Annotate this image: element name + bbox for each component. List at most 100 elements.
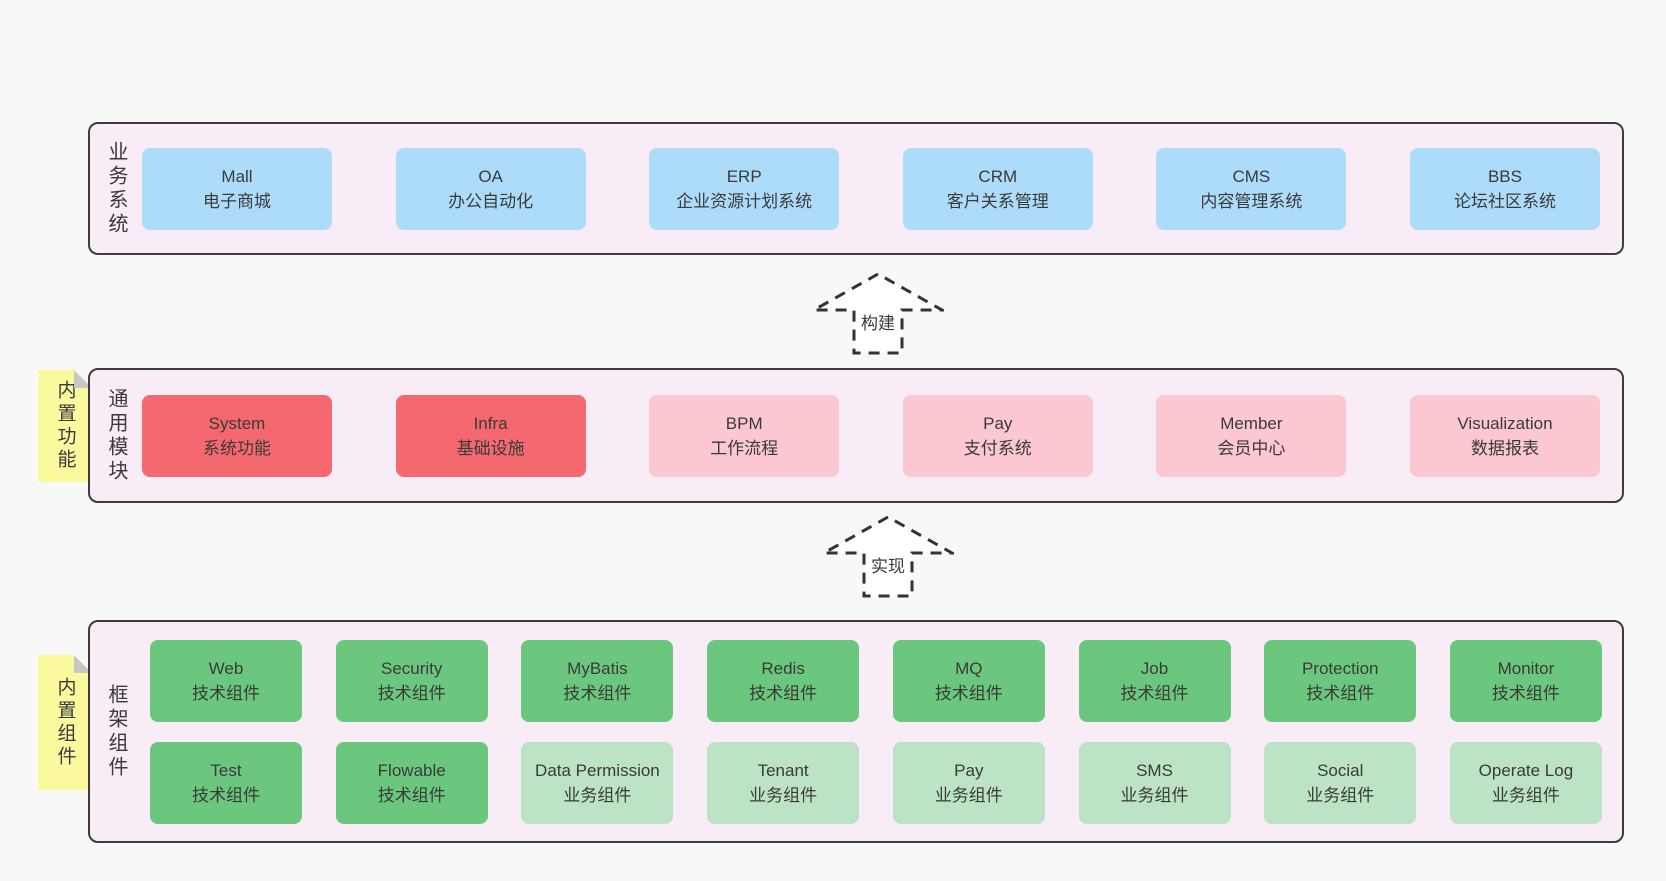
box-desc: 业务组件 [1306,786,1375,805]
box-mall: Mall 电子商城 [142,147,332,230]
box-name: Visualization [1457,413,1553,433]
box-name: MQ [955,659,983,678]
box-desc: 技术组件 [192,786,260,805]
builtin-components-note: 内置组件 [38,655,92,790]
box-desc: 支付系统 [963,438,1032,458]
box-desc: 论坛社区系统 [1453,191,1556,211]
build-arrow: 构建 [812,272,944,356]
box-desc: 技术组件 [749,684,818,703]
box-desc: 技术组件 [377,786,446,805]
box-desc: 电子商城 [203,191,271,211]
box-desc: 技术组件 [934,684,1003,703]
box-member: Member 会员中心 [1156,394,1347,477]
box-system: System 系统功能 [142,394,332,477]
box-name: Flowable [377,761,446,780]
framework-boxes-row2: Test 技术组件 Flowable 技术组件 Data Permission … [150,742,1602,824]
box-oa: OA 办公自动化 [395,147,586,230]
box-name: Data Permission [535,761,660,780]
box-name: Member [1220,413,1283,433]
box-desc: 客户关系管理 [946,191,1049,211]
box-name: Mall [221,166,253,186]
box-bbs: BBS 论坛社区系统 [1409,147,1600,230]
box-name: System [208,413,266,433]
box-operate-log: Operate Log 业务组件 [1449,742,1602,824]
box-name: Security [380,659,443,678]
box-infra: Infra 基础设施 [395,394,586,477]
framework-components-layer: 框架组件 Web 技术组件 Security 技术组件 MyBatis 技术组件… [88,620,1624,843]
box-desc: 工作流程 [710,438,779,458]
box-name: Pay [954,761,984,780]
layer-label-common: 通用模块 [105,387,127,484]
up-arrow-icon [822,515,954,598]
layer-label-business: 业务系统 [105,140,127,237]
box-desc: 基础设施 [456,438,525,458]
box-desc: 业务组件 [749,786,818,805]
box-mybatis: MyBatis 技术组件 [521,640,674,722]
box-tenant: Tenant 业务组件 [707,742,860,824]
box-desc: 技术组件 [377,684,446,703]
framework-boxes-row1: Web 技术组件 Security 技术组件 MyBatis 技术组件 Redi… [150,640,1602,722]
box-name: Redis [761,659,805,678]
box-name: Protection [1301,659,1379,678]
box-erp: ERP 企业资源计划系统 [649,147,840,230]
box-cms: CMS 内容管理系统 [1156,147,1347,230]
box-desc: 数据报表 [1470,438,1539,458]
box-test: Test 技术组件 [150,742,302,824]
business-boxes-row: Mall 电子商城 OA 办公自动化 ERP 企业资源计划系统 CRM 客户关系… [142,147,1600,230]
box-desc: 企业资源计划系统 [676,191,813,211]
builtin-components-note-label: 内置组件 [54,676,76,769]
up-arrow-icon [812,272,944,355]
box-sms: SMS 业务组件 [1078,742,1231,824]
common-modules-layer: 通用模块 System 系统功能 Infra 基础设施 BPM 工作流程 Pay… [88,368,1624,503]
implement-arrow: 实现 [822,515,954,599]
box-desc: 会员中心 [1217,438,1286,458]
box-name: SMS [1136,761,1173,780]
layer-label-framework: 框架组件 [105,683,127,780]
box-name: Job [1140,659,1169,678]
box-bpm: BPM 工作流程 [649,394,840,477]
box-pay-biz: Pay 业务组件 [892,742,1045,824]
box-desc: 系统功能 [203,438,271,458]
builtin-functions-note-label: 内置功能 [54,380,76,472]
box-crm: CRM 客户关系管理 [902,147,1093,230]
box-security: Security 技术组件 [335,640,488,722]
box-name: Monitor [1497,659,1555,678]
box-name: Test [210,761,242,780]
box-data-permission: Data Permission 业务组件 [521,742,674,824]
box-name: Web [208,659,244,678]
box-name: Operate Log [1478,761,1574,780]
box-desc: 技术组件 [1491,684,1560,703]
box-name: CMS [1232,166,1271,186]
box-web: Web 技术组件 [150,640,302,722]
box-protection: Protection 技术组件 [1264,640,1417,722]
box-visualization: Visualization 数据报表 [1409,394,1600,477]
box-pay: Pay 支付系统 [902,394,1093,477]
box-desc: 业务组件 [1491,786,1560,805]
box-desc: 技术组件 [1120,684,1189,703]
implement-arrow-label: 实现 [871,557,905,576]
box-redis: Redis 技术组件 [707,640,860,722]
box-name: MyBatis [567,659,628,678]
box-name: ERP [726,166,762,186]
common-boxes-row: System 系统功能 Infra 基础设施 BPM 工作流程 Pay 支付系统… [142,394,1600,477]
box-desc: 业务组件 [563,786,632,805]
box-desc: 技术组件 [192,684,260,703]
box-name: Tenant [757,761,809,780]
box-name: CRM [978,166,1018,186]
box-flowable: Flowable 技术组件 [335,742,488,824]
build-arrow-label: 构建 [861,314,895,333]
box-desc: 内容管理系统 [1200,191,1303,211]
box-mq: MQ 技术组件 [892,640,1045,722]
business-systems-layer: 业务系统 Mall 电子商城 OA 办公自动化 ERP 企业资源计划系统 CRM… [88,122,1624,255]
box-job: Job 技术组件 [1078,640,1231,722]
builtin-functions-note: 内置功能 [38,370,92,482]
box-name: Infra [473,413,508,433]
box-social: Social 业务组件 [1264,742,1417,824]
box-desc: 技术组件 [1306,684,1375,703]
box-name: OA [478,166,503,186]
box-desc: 办公自动化 [448,191,534,211]
box-desc: 业务组件 [934,786,1003,805]
box-monitor: Monitor 技术组件 [1449,640,1602,722]
box-desc: 技术组件 [563,684,632,703]
box-name: BPM [725,413,763,433]
